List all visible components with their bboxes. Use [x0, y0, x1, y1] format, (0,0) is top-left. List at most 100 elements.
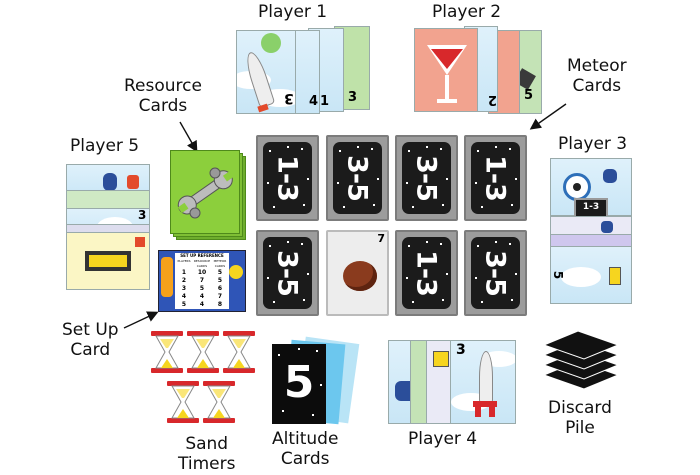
- player2-label: Player 2: [432, 2, 502, 22]
- meteor-card-face: 1-3: [402, 237, 451, 309]
- meteor-card-corner-number: 7: [377, 232, 385, 245]
- meteor-cards-arrow: [529, 103, 567, 130]
- meteor-card-face: 3-5: [471, 237, 520, 309]
- setup-reference-cell: 4: [199, 301, 205, 308]
- player2-card-funnel[interactable]: [414, 28, 478, 112]
- player5-card-battery[interactable]: [66, 232, 150, 290]
- player3-hand: 1-3 5: [550, 158, 640, 306]
- setup-reference-title: SET UP REFERENCE: [180, 253, 224, 258]
- player3-card-number: 5: [551, 270, 566, 280]
- rocket-icon: [479, 351, 493, 403]
- meteor-card-face: 3-5: [263, 237, 312, 309]
- setup-card-label: Set Up Card: [62, 320, 119, 360]
- player5-label: Player 5: [70, 136, 140, 156]
- discard-pile[interactable]: [538, 325, 624, 395]
- sand-timer[interactable]: [222, 330, 256, 374]
- player3-label: Player 3: [558, 134, 628, 154]
- setup-card-label-line1: Set Up: [62, 320, 119, 340]
- astronaut-icon: [103, 173, 117, 191]
- setup-header-players: PLAYERS: [177, 259, 191, 263]
- player1-card-number: 4: [309, 94, 319, 109]
- sand-timer[interactable]: [202, 380, 236, 424]
- sand-timers-label-line2: Timers: [178, 454, 236, 474]
- hourglass-icon: [167, 381, 199, 423]
- meteor-card[interactable]: 3-5: [326, 135, 389, 221]
- player1-card-number: 1: [320, 94, 330, 109]
- meteor-card-range: 1-3: [411, 250, 442, 296]
- meteor-card[interactable]: 3-5: [256, 230, 319, 316]
- meteor-card-face: 1-3: [471, 142, 520, 214]
- meteor-card-range: 3-5: [411, 155, 442, 201]
- setup-reference-cell: 3: [181, 285, 187, 292]
- player4-card-number: 3: [456, 342, 466, 358]
- setup-reference-cell: 4: [181, 293, 187, 300]
- player4-card-rocket[interactable]: [450, 340, 516, 424]
- player3-meteor-mini-label: 1-3: [582, 202, 600, 212]
- altitude-cards-label-line1: Altitude: [272, 429, 339, 449]
- setup-reference-cell: 4: [199, 293, 205, 300]
- meteor-card-range: 3-5: [272, 250, 303, 296]
- resource-cards-label-line1: Resource: [124, 76, 202, 96]
- discard-pile-stack: [542, 330, 620, 390]
- player5-hand: 3: [66, 164, 156, 294]
- sand-timer[interactable]: [150, 330, 184, 374]
- player5-card-number: 3: [138, 208, 147, 222]
- resource-card-top[interactable]: [170, 150, 240, 234]
- wrench-icon: [177, 167, 234, 219]
- meteor-card[interactable]: 3-5: [395, 135, 458, 221]
- sand-timers-label: Sand Timers: [178, 434, 235, 474]
- setup-header-resource: RESOURCE CARDS: [193, 259, 211, 268]
- player1-label: Player 1: [258, 2, 328, 22]
- player1-hand: 3 4 1 3: [236, 26, 376, 116]
- sand-timer[interactable]: [166, 380, 200, 424]
- player3-card[interactable]: [550, 246, 632, 304]
- altitude-card-top[interactable]: 5: [272, 344, 326, 424]
- player2-card-number: 5: [524, 88, 534, 103]
- hourglass-icon: [203, 381, 235, 423]
- setup-card-arrow: [123, 311, 159, 329]
- setup-reference-cell: 6: [217, 285, 223, 292]
- meteor-card-face: 3-5: [333, 142, 382, 214]
- resource-card-stack[interactable]: [170, 150, 246, 240]
- meteor-cards-label-line2: Cards: [572, 76, 622, 96]
- eye-icon: [563, 173, 591, 201]
- discard-pile-label: Discard Pile: [548, 398, 612, 438]
- hourglass-icon: [187, 331, 219, 373]
- meteor-cards-label-line1: Meteor: [567, 56, 627, 76]
- setup-card-art: [161, 257, 173, 297]
- meteor-card-revealed[interactable]: 7: [326, 230, 389, 316]
- meteor-card[interactable]: 1-3: [256, 135, 319, 221]
- altitude-value: 5: [283, 357, 315, 408]
- player4-label: Player 4: [408, 429, 478, 449]
- resource-cards-arrow: [179, 121, 198, 153]
- setup-reference-card[interactable]: SET UP REFERENCE PLAYERS RESOURCE CARDS …: [158, 250, 246, 312]
- meteor-card[interactable]: 3-5: [464, 230, 527, 316]
- setup-reference-cell: 7: [199, 277, 205, 284]
- setup-reference-cell: 2: [181, 277, 187, 284]
- setup-header-meteor: METEOR CARDS: [213, 259, 227, 268]
- meteor-card[interactable]: 1-3: [395, 230, 458, 316]
- player2-card-number: 2: [488, 92, 498, 107]
- meteor-card-grid: 1-3 3-5 3-5 1-3 3-5 7 1-3 3-5: [256, 135, 528, 317]
- altitude-card-stack[interactable]: 5: [270, 336, 360, 430]
- meteor-card-face: 1-3: [263, 142, 312, 214]
- meteor-card-range: 3-5: [480, 250, 511, 296]
- discard-pile-label-line2: Pile: [565, 418, 595, 438]
- altitude-cards-label: Altitude Cards: [272, 429, 338, 469]
- meteor-card-face: [333, 237, 382, 309]
- setup-reference-cell: 5: [217, 269, 223, 276]
- setup-reference-cell: 1: [181, 269, 187, 276]
- sand-timer[interactable]: [186, 330, 220, 374]
- player2-hand: 2 5: [414, 26, 542, 116]
- resource-cards-label-line2: Cards: [138, 96, 188, 116]
- sand-timers-label-line1: Sand: [185, 434, 229, 454]
- sand-timer-group: [148, 330, 258, 430]
- setup-reference-cell: 10: [197, 269, 207, 276]
- meteor-card[interactable]: 1-3: [464, 135, 527, 221]
- hourglass-icon: [151, 331, 183, 373]
- player1-card-rocket[interactable]: [236, 30, 296, 114]
